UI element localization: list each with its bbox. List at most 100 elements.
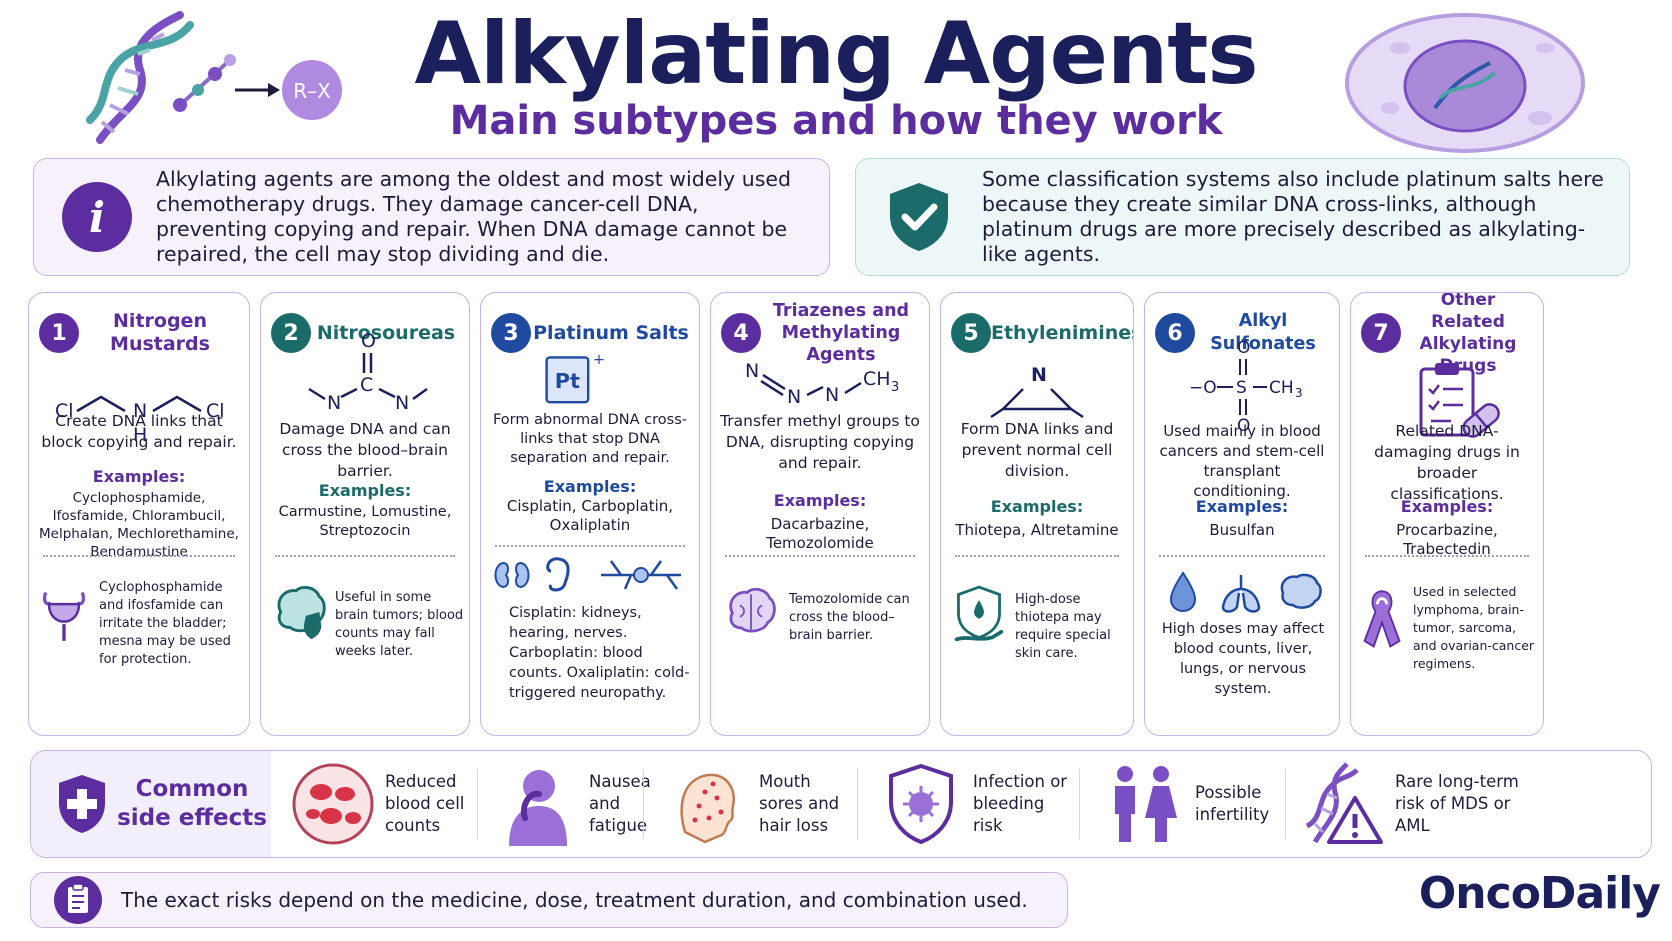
card-header: 6 Alkyl Sulfonates bbox=[1155, 305, 1331, 361]
examples-label: Examples: bbox=[92, 467, 186, 486]
footer-text: The exact risks depend on the medicine, … bbox=[121, 888, 1028, 912]
side-effect-label: Reduced blood cell counts bbox=[385, 772, 465, 835]
svg-text:C: C bbox=[360, 374, 373, 396]
card-note: High doses may affect blood counts, live… bbox=[1161, 621, 1325, 697]
card-note: Cisplatin: kidneys, hearing, nerves. Car… bbox=[509, 605, 690, 701]
card-examples: Procarbazine, Trabectedin bbox=[1396, 521, 1498, 558]
card-description: Create DNA links that block copying and … bbox=[41, 412, 237, 451]
card-examples: Carmustine, Lomustine, Streptozocin bbox=[278, 504, 452, 539]
separator bbox=[643, 769, 644, 839]
clipboard-pill-icon bbox=[1419, 363, 1500, 438]
svg-text:O: O bbox=[1237, 416, 1250, 431]
card-examples: Cisplatin, Carboplatin, Oxaliplatin bbox=[506, 497, 674, 534]
footer-note: The exact risks depend on the medicine, … bbox=[30, 872, 1068, 928]
svg-text:N: N bbox=[395, 392, 409, 414]
examples-label: Examples: bbox=[1400, 497, 1494, 516]
svg-text:3: 3 bbox=[1295, 386, 1303, 400]
card-divider bbox=[275, 555, 455, 557]
nausea-icon bbox=[509, 770, 567, 846]
card-divider bbox=[1365, 555, 1529, 557]
examples-label: Examples: bbox=[318, 481, 412, 500]
svg-text:S: S bbox=[1236, 378, 1247, 398]
svg-text:O: O bbox=[361, 330, 376, 352]
side-effect-infection: Infection or bleeding risk bbox=[879, 751, 1079, 857]
svg-text:N: N bbox=[745, 360, 759, 382]
card-header: 3 Platinum Salts bbox=[491, 305, 691, 361]
card-title: Alkyl Sulfonates bbox=[1210, 311, 1316, 354]
separator bbox=[477, 769, 478, 839]
card-number: 5 bbox=[951, 313, 991, 353]
info-icon: i bbox=[62, 182, 132, 252]
svg-text:3: 3 bbox=[891, 380, 899, 395]
brain-icon bbox=[729, 587, 776, 633]
side-effect-nausea: Nausea and fatigue bbox=[495, 751, 655, 857]
card-title: Triazenes and Methylating Agents bbox=[772, 301, 910, 365]
skin-care-icon bbox=[954, 585, 1004, 642]
cancer-cell-illustration bbox=[1345, 13, 1585, 153]
card-description: Related DNA-damaging drugs in broader cl… bbox=[1374, 422, 1520, 503]
page-title: Alkylating Agents bbox=[414, 4, 1258, 104]
side-effect-label: Infection or bleeding risk bbox=[973, 772, 1068, 835]
card-examples: Cyclophosphamide, Ifosfamide, Chlorambuc… bbox=[39, 490, 239, 560]
svg-text:Cl: Cl bbox=[206, 400, 225, 422]
card-examples: Busulfan bbox=[1209, 521, 1275, 539]
card-header: 2 Nitrosoureas bbox=[271, 305, 461, 361]
card-title: Ethylenimines bbox=[991, 321, 1134, 344]
card-other-related: 7 Other Related Alkylating Drugs Related… bbox=[1350, 292, 1544, 736]
card-ethylenimines: 5 Ethylenimines N Form DNA links and pre… bbox=[940, 292, 1134, 736]
blood-lungs-brain-icon bbox=[1169, 571, 1322, 613]
svg-text:Cl: Cl bbox=[55, 400, 74, 422]
card-examples: Thiotepa, Altretamine bbox=[955, 521, 1119, 539]
svg-text:N: N bbox=[327, 392, 341, 414]
card-description: Transfer methyl groups to DNA, disruptin… bbox=[720, 412, 920, 472]
brand-logo: OncoDaily bbox=[1418, 868, 1661, 919]
card-header: 7 Other Related Alkylating Drugs bbox=[1361, 293, 1535, 376]
card-number: 1 bbox=[39, 313, 79, 353]
examples-label: Examples: bbox=[543, 477, 637, 496]
platinum-structure: Pt + bbox=[545, 352, 605, 404]
card-header: 4 Triazenes and Methylating Agents bbox=[721, 301, 921, 365]
side-effect-mouth-sores: Mouth sores and hair loss bbox=[665, 751, 855, 857]
intro-panel: i Alkylating agents are among the oldest… bbox=[33, 158, 830, 276]
side-effect-label: Mouth sores and hair loss bbox=[759, 772, 840, 835]
examples-label: Examples: bbox=[990, 497, 1084, 516]
card-header: 1 Nitrogen Mustards bbox=[39, 305, 241, 361]
aziridine-structure: N bbox=[990, 364, 1084, 419]
arrow-icon bbox=[235, 83, 280, 97]
molecule-icon bbox=[173, 54, 236, 112]
rx-label: R–X bbox=[293, 79, 331, 103]
card-title: Nitrosoureas bbox=[316, 321, 456, 344]
separator bbox=[1285, 769, 1286, 839]
side-effect-label: Possible infertility bbox=[1195, 783, 1270, 824]
svg-text:N: N bbox=[1031, 364, 1047, 386]
card-header: 5 Ethylenimines bbox=[951, 305, 1133, 361]
svg-text:+: + bbox=[593, 352, 605, 368]
card-divider bbox=[1159, 555, 1325, 557]
shield-check-icon bbox=[890, 183, 948, 251]
ribbon-icon bbox=[1363, 590, 1401, 648]
side-effect-label: Nausea and fatigue bbox=[589, 772, 651, 835]
card-number: 6 bbox=[1155, 313, 1195, 353]
dna-helix-icon bbox=[86, 11, 194, 144]
svg-text:CH: CH bbox=[863, 368, 891, 390]
intro-text: Alkylating agents are among the oldest a… bbox=[156, 167, 791, 266]
separator bbox=[1079, 769, 1080, 839]
card-note: Useful in some brain tumors; blood count… bbox=[335, 590, 464, 659]
card-title: Nitrogen Mustards bbox=[110, 310, 210, 355]
card-note: Cyclophosphamide and ifosfamide can irri… bbox=[99, 580, 231, 667]
svg-text:Pt: Pt bbox=[555, 369, 580, 393]
card-divider bbox=[955, 555, 1119, 557]
side-effect-infertility: Possible infertility bbox=[1101, 751, 1281, 857]
card-description: Damage DNA and can cross the blood–brain… bbox=[279, 420, 451, 480]
card-note: High-dose thiotepa may require special s… bbox=[1015, 592, 1111, 661]
card-number: 2 bbox=[271, 313, 311, 353]
kidney-ear-nerve-icon bbox=[494, 557, 681, 592]
card-note: Used in selected lymphoma, brain-tumor, … bbox=[1413, 584, 1535, 671]
nitrosourea-structure: O C N N bbox=[308, 330, 428, 414]
card-description: Form DNA links and prevent normal cell d… bbox=[960, 420, 1114, 480]
svg-text:N: N bbox=[787, 386, 801, 408]
dna-molecule-illustration: R–X bbox=[86, 11, 342, 144]
brain-shield-icon bbox=[277, 586, 326, 640]
card-title: Other Related Alkylating Drugs bbox=[1419, 292, 1517, 376]
card-platinum-salts: 3 Platinum Salts Pt + Form abnormal DNA … bbox=[480, 292, 700, 736]
